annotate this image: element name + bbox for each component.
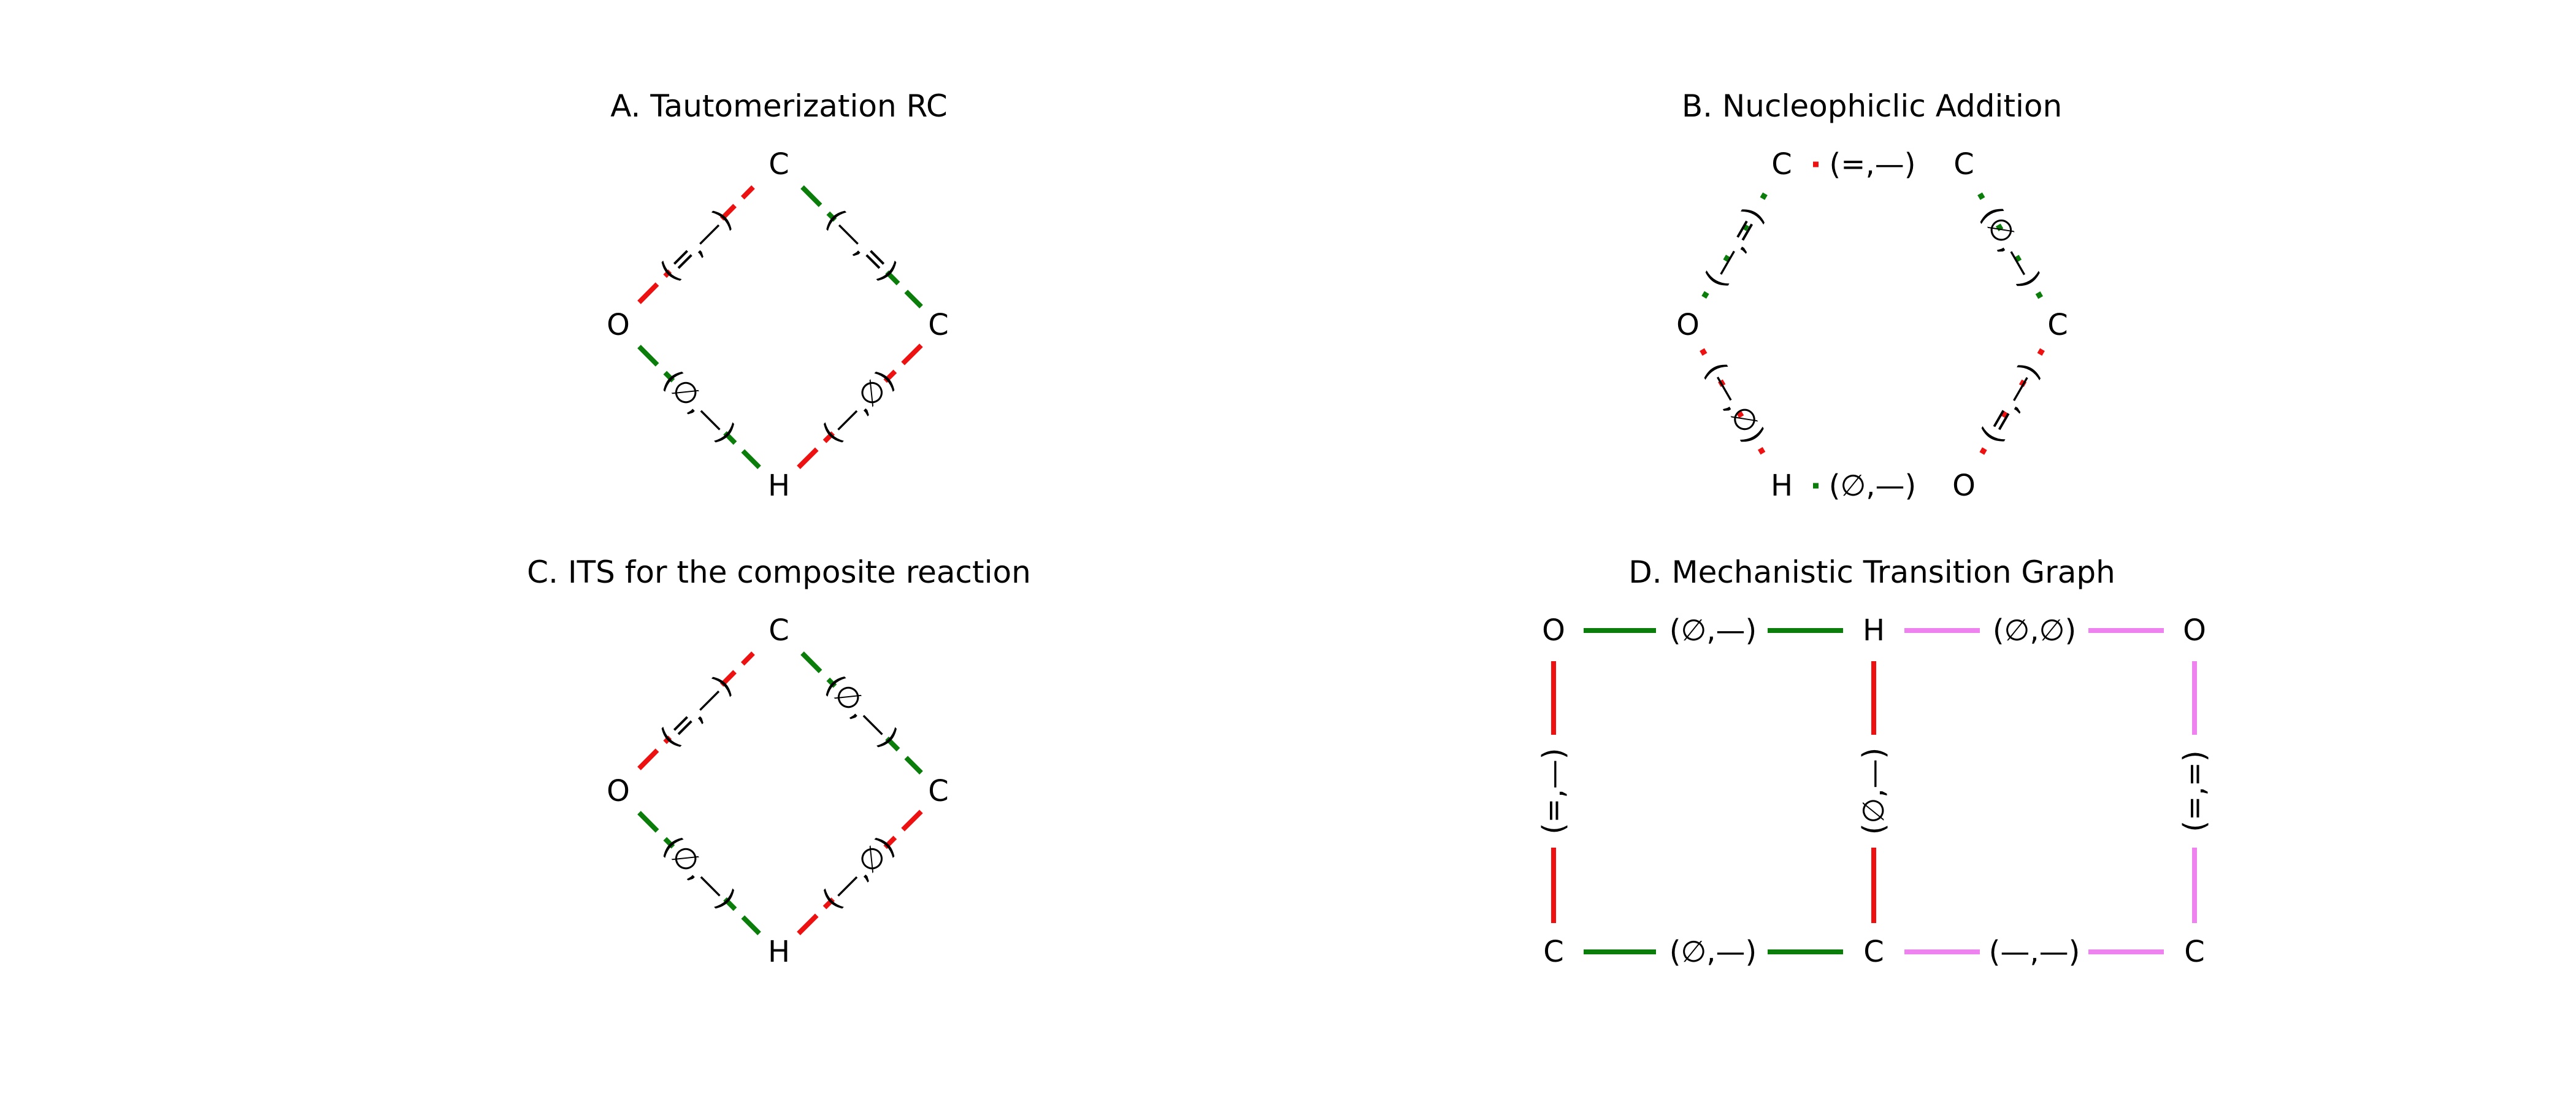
panel-b-edge-label-o-h: (—,∅) xyxy=(1698,356,1771,449)
panel-c-edge-label-bg xyxy=(657,673,735,750)
panel-a-edge-label-c-c: (—,=) xyxy=(819,202,904,288)
panel-c-edge-label-bg xyxy=(820,834,897,911)
panel-d-edge-label-h-c-mid: (∅,—) xyxy=(1857,748,1891,835)
panel-d-node-c-bottom-mid: C xyxy=(1863,935,1884,969)
panel-c-title: C. ITS for the composite reaction xyxy=(527,554,1031,590)
panel-b-node-o-bottom-right: O xyxy=(1952,469,1976,503)
panel-c-edge-label-o-h: (∅,—) xyxy=(656,830,742,916)
panel-b-node-c-right: C xyxy=(2047,308,2068,342)
panel-a-edge-label-bg xyxy=(657,207,735,284)
panel-b-edge-label-c-o: (=,—) xyxy=(1974,357,2047,449)
panel-c-node-h-bottom: H xyxy=(768,935,790,969)
panel-a-node-c-right: C xyxy=(928,308,949,342)
panel-b-title: B. Nucleophiclic Addition xyxy=(1682,88,2062,124)
panel-a-title: A. Tautomerization RC xyxy=(610,88,948,124)
panel-b-node-o-left: O xyxy=(1676,308,1700,342)
panel-c-node-c-top: C xyxy=(769,613,789,648)
panel-d-edge-label-o-c-left: (=,—) xyxy=(1536,748,1571,835)
panel-b-edge-label-h-o: (∅,—) xyxy=(1829,469,1917,503)
panel-d-node-h-top-mid: H xyxy=(1863,613,1885,648)
panel-d-edge-label-o-c-right: (=,=) xyxy=(2177,750,2212,832)
panel-d-edge-label-o-h-top: (∅,—) xyxy=(1669,613,1757,648)
panel-d-node-c-bottom-left: C xyxy=(1543,935,1564,969)
panel-b-edge-label-o-c: (—,=) xyxy=(1698,201,1771,293)
panel-b: B. Nucleophiclic Addition (=,—) (—,=) (∅… xyxy=(1676,88,2068,503)
panel-b-node-h-bottom-left: H xyxy=(1771,469,1793,503)
panel-a-edge-label-bg xyxy=(823,207,900,284)
panel-d-node-o-top-left: O xyxy=(1542,613,1565,648)
panel-c-node-o-left: O xyxy=(607,774,630,808)
panel-a-edge-label-h-c: (—,∅) xyxy=(816,364,902,450)
panel-a-edge-label-bg xyxy=(820,368,897,445)
panel-d-edge-label-c-c-bottom-left: (∅,—) xyxy=(1669,935,1757,969)
panel-a-edge-label-bg xyxy=(661,368,738,445)
panel-d-title: D. Mechanistic Transition Graph xyxy=(1628,554,2115,590)
panel-c-edge-label-bg xyxy=(823,673,900,750)
panel-c-edge-label-bg xyxy=(661,834,738,911)
panel-a-edge-label-o-h: (∅,—) xyxy=(656,364,742,450)
panel-c-node-c-right: C xyxy=(928,774,949,808)
panel-b-edge-label-c-c-right: (∅,—) xyxy=(1974,201,2047,293)
panel-a-node-h-bottom: H xyxy=(768,469,790,503)
panel-a: A. Tautomerization RC (=,—) (—,=) (∅,—) … xyxy=(607,88,949,503)
panel-b-node-c-top-left: C xyxy=(1771,147,1792,182)
panel-c-edge-label-o-c: (=,—) xyxy=(653,669,738,754)
panel-a-node-o-left: O xyxy=(607,308,630,342)
panel-b-edge-label-c-c-top: (=,—) xyxy=(1830,147,1916,182)
panel-a-node-c-top: C xyxy=(769,147,789,182)
panel-a-edge-label-o-c: (=,—) xyxy=(653,202,738,288)
panel-d-node-c-bottom-right: C xyxy=(2184,935,2205,969)
panel-c: C. ITS for the composite reaction (=,—) … xyxy=(527,554,1031,969)
panel-d: D. Mechanistic Transition Graph (∅,—) (∅… xyxy=(1536,554,2212,969)
panel-d-node-o-top-right: O xyxy=(2183,613,2206,648)
panel-c-edge-label-c-c: (∅,—) xyxy=(819,669,905,754)
panel-c-edge-label-h-c: (—,∅) xyxy=(816,830,902,916)
panel-d-edge-label-h-o-top: (∅,∅) xyxy=(1993,613,2076,648)
panel-b-node-c-top-right: C xyxy=(1953,147,1974,182)
panel-d-edge-label-c-c-bottom-right: (—,—) xyxy=(1989,935,2080,969)
